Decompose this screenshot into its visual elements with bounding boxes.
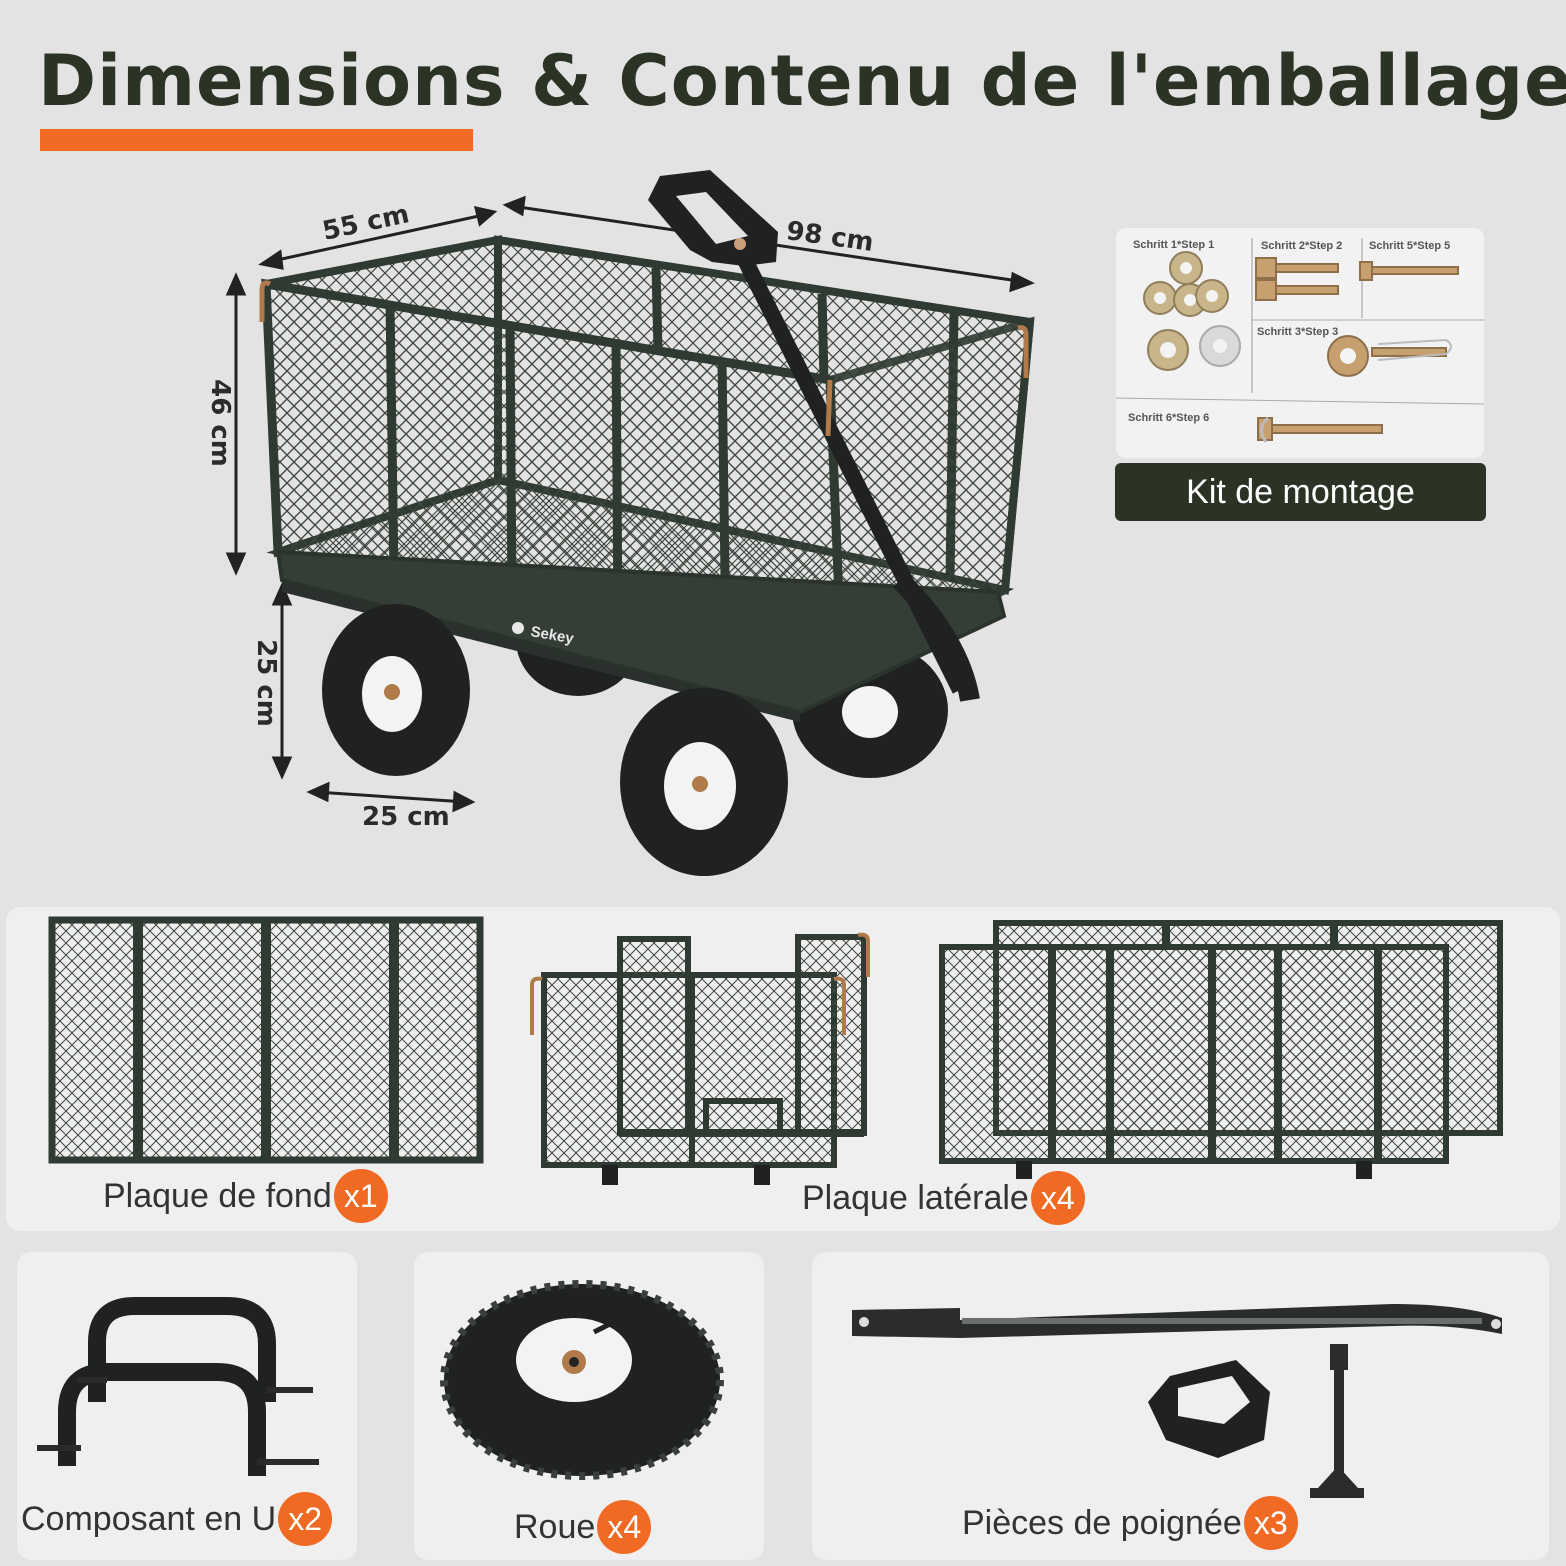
mounting-kit-photo: Schritt 1*Step 1 Schritt 2*Step 2 Schrit… (1116, 228, 1484, 458)
u-component-name: Composant en U (21, 1499, 277, 1538)
kit-step-1-label: Schritt 1*Step 1 (1133, 239, 1215, 251)
handle-parts-qty-badge: x3 (1243, 1496, 1298, 1550)
wheel-qty-badge: x4 (597, 1500, 652, 1554)
u-component-qty-badge: x2 (278, 1492, 333, 1546)
bottom-plate-name: Plaque de fond (103, 1176, 332, 1215)
wheel-diameter-dimension-label: 25 cm (362, 802, 450, 832)
kit-step-3-label: Schritt 3*Step 3 (1257, 326, 1339, 338)
bottom-plate-qty-badge: x1 (333, 1169, 388, 1223)
page-title: Dimensions & Contenu de l'emballage (38, 40, 1566, 122)
end-side-plates (530, 932, 870, 1185)
u-component-caption: Composant en U x2 (21, 1492, 333, 1546)
kit-step-6-label: Schritt 6*Step 6 (1128, 412, 1210, 424)
bottom-plate (48, 916, 484, 1164)
mounting-kit-label: Kit de montage (1115, 463, 1486, 521)
handle-parts-panel: Pièces de poignée x3 (812, 1252, 1549, 1560)
wheel-height-dimension-label: 25 cm (250, 639, 281, 727)
cart-illustration: Sekey (225, 170, 1035, 876)
wheel-name: Roue (514, 1507, 596, 1546)
u-component-illustration (37, 1297, 319, 1476)
title-underline (40, 129, 473, 151)
wheel-panel: Roue x4 (414, 1252, 764, 1560)
plates-panel: Plaque de fond x1 Plaque latérale x4 (6, 907, 1560, 1231)
side-plate-caption: Plaque latérale x4 (802, 1171, 1085, 1225)
handle-parts-name: Pièces de poignée (962, 1503, 1242, 1542)
side-plate-qty-badge: x4 (1030, 1171, 1085, 1225)
handle-parts-caption: Pièces de poignée x3 (962, 1496, 1298, 1550)
height-dimension-label: 46 cm (204, 379, 235, 467)
u-component-panel: Composant en U x2 (17, 1252, 357, 1560)
handle-parts-illustration (852, 1304, 1502, 1498)
kit-step-5-label: Schritt 5*Step 5 (1369, 240, 1451, 252)
wheel-illustration (440, 1280, 724, 1480)
wheel-caption: Roue x4 (514, 1500, 652, 1554)
kit-step-2-label: Schritt 2*Step 2 (1261, 240, 1343, 252)
long-side-plates (939, 920, 1503, 1179)
mounting-kit-hardware (1116, 238, 1484, 443)
bottom-plate-caption: Plaque de fond x1 (103, 1169, 388, 1223)
side-plate-name: Plaque latérale (802, 1178, 1029, 1217)
plates-illustration (48, 916, 1503, 1185)
